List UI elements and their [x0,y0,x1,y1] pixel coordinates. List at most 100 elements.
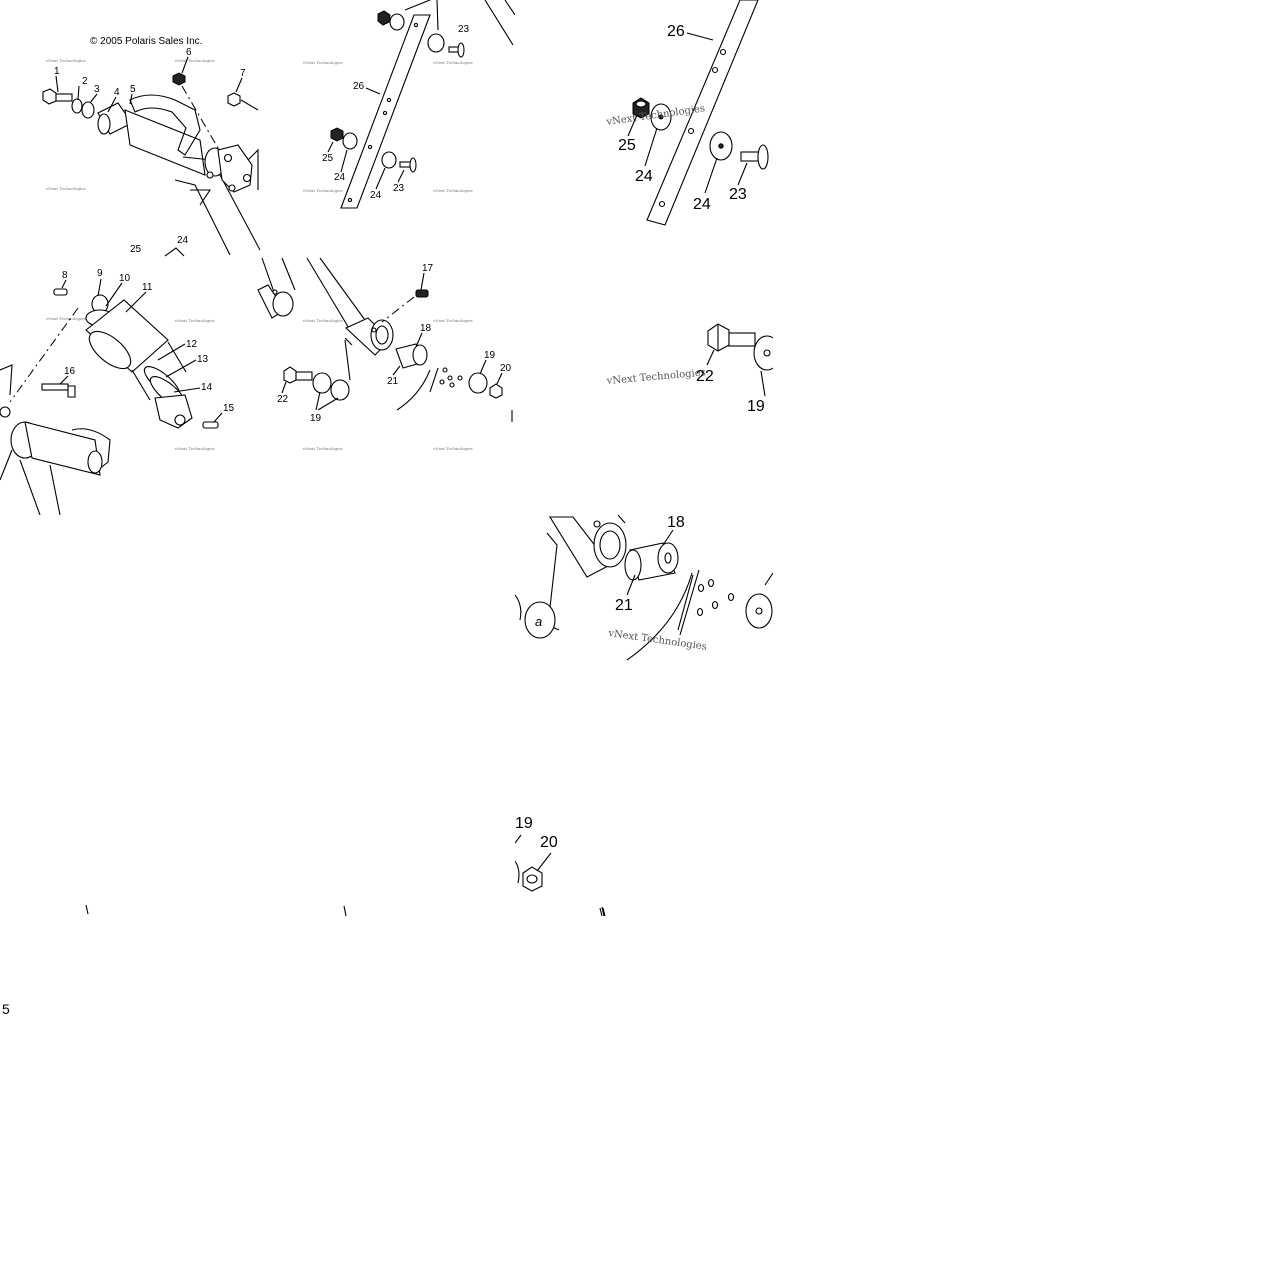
lower-arm-icon [257,257,394,381]
nut-part-7-icon [227,92,241,107]
callout-19: 19 [310,413,322,424]
watermark: vNext Technologies [174,446,215,451]
strap-part-26-icon [340,14,431,209]
callout-16: 16 [64,366,76,377]
callout-4: 4 [114,87,120,98]
washer-part-24-icon [342,132,358,150]
callout-25: 25 [618,137,636,154]
callouts-strap: 26 25 24 24 23 [618,23,748,213]
callout-15: 15 [223,403,235,414]
nut-part-20-icon [522,866,543,892]
callout-11: 11 [142,282,153,293]
callout-19: 19 [484,350,496,361]
nut-part-25-icon [377,10,391,26]
callout-17: 17 [422,263,434,274]
bolt-part-1-icon [42,88,73,105]
strap-part-26-icon [646,0,759,226]
watermark: vNext Technologies [605,367,706,387]
callout-25: 25 [130,244,142,255]
callout-12: 12 [186,339,198,350]
watermark: vNext Technologies [607,628,708,653]
callout-14: 14 [201,382,213,393]
callout-24: 24 [177,235,189,246]
washer-part-3-icon [81,101,95,119]
callout-19: 19 [747,398,765,415]
pin-part-15-icon [202,421,219,429]
lower-arm-icon [546,515,627,631]
callout-26: 26 [353,81,365,92]
washer-part-24-icon [427,33,445,53]
callout-3: 3 [94,84,100,95]
washer-part-19-icon [312,372,332,394]
watermark: vNext Technologies [302,318,343,323]
page-number: 5 [2,1001,10,1017]
callout-23: 23 [393,183,405,194]
washer-part-2-icon [71,98,83,114]
nut-part-25-icon [330,127,344,142]
callouts-bushing: 18 21 [615,515,685,614]
callout-20: 20 [500,363,512,374]
nut-part-20-icon [489,383,503,399]
callout-8: 8 [62,270,68,281]
shock-part-11-icon [85,294,193,429]
callout-20: 20 [540,834,558,851]
pin-part-8-icon [53,288,68,296]
callouts-bolt: 22 19 [696,349,766,415]
overview-sheet: © 2005 Polaris Sales Inc. vNext Technolo… [0,0,515,515]
watermark: vNext Technologies [432,446,473,451]
callout-22: 22 [277,394,289,405]
detail-bushing: a vNext Technologies 18 21 [515,515,773,661]
callouts-top-left: 1 2 3 4 5 6 7 [54,47,246,113]
quadrant-bottom-right: vNext Technologies vNext Technologies vN… [257,257,513,451]
watermark: vNext Technologies [432,318,473,323]
washer-part-19-icon [468,372,488,394]
callout-24: 24 [334,172,346,183]
watermark: vNext Technologies [45,58,86,63]
detail-strap: vNext Technologies 26 25 24 24 23 [605,0,769,226]
svg-text:a: a [535,614,542,629]
watermark: vNext Technologies [432,60,473,65]
callout-21: 21 [387,376,399,387]
callout-22: 22 [696,368,714,385]
callout-6: 6 [186,47,192,58]
callout-1: 1 [54,66,60,77]
callout-24: 24 [370,190,382,201]
bolt-part-16-icon [41,383,76,398]
washer-part-19-icon: a [524,601,556,639]
watermark: vNext Technologies [45,186,86,191]
dust-marks [85,904,605,917]
nut-part-25-icon [632,97,650,119]
washer-part-24-icon [389,13,405,31]
bolt-part-22-icon [707,323,756,352]
callout-9: 9 [97,268,103,279]
watermark: vNext Technologies [302,446,343,451]
nut-part-6-icon [172,72,186,86]
watermark: vNext Technologies [302,60,343,65]
pin-part-23-icon [740,144,769,170]
pin-part-23-icon [448,42,465,58]
callout-24: 24 [635,168,653,185]
callout-5: 5 [130,84,136,95]
callout-23: 23 [458,24,470,35]
bolt-part-22-icon [283,366,313,384]
callout-23: 23 [729,186,747,203]
callout-25: 25 [322,153,334,164]
bushing-part-18-icon [624,542,679,581]
callout-18: 18 [420,323,432,334]
lower-pivot-arm-icon [0,421,111,515]
callout-21: 21 [615,597,633,614]
copyright-text: © 2005 Polaris Sales Inc. [90,36,202,47]
watermark: vNext Technologies [174,58,215,63]
callout-2: 2 [82,76,88,87]
quadrant-bottom-left: vNext Technologies vNext Technologies vN… [0,235,235,515]
callout-26: 26 [667,23,685,40]
watermark: vNext Technologies [432,188,473,193]
callout-13: 13 [197,354,209,365]
detail-nut: 19 20 [515,815,606,917]
watermark: vNext Technologies [174,318,215,323]
watermark: vNext Technologies [302,188,343,193]
callout-18: 18 [667,515,685,531]
fitting-part-17-icon [415,289,429,298]
callout-19: 19 [515,815,533,832]
quadrant-top-left: © 2005 Polaris Sales Inc. vNext Technolo… [42,36,261,256]
